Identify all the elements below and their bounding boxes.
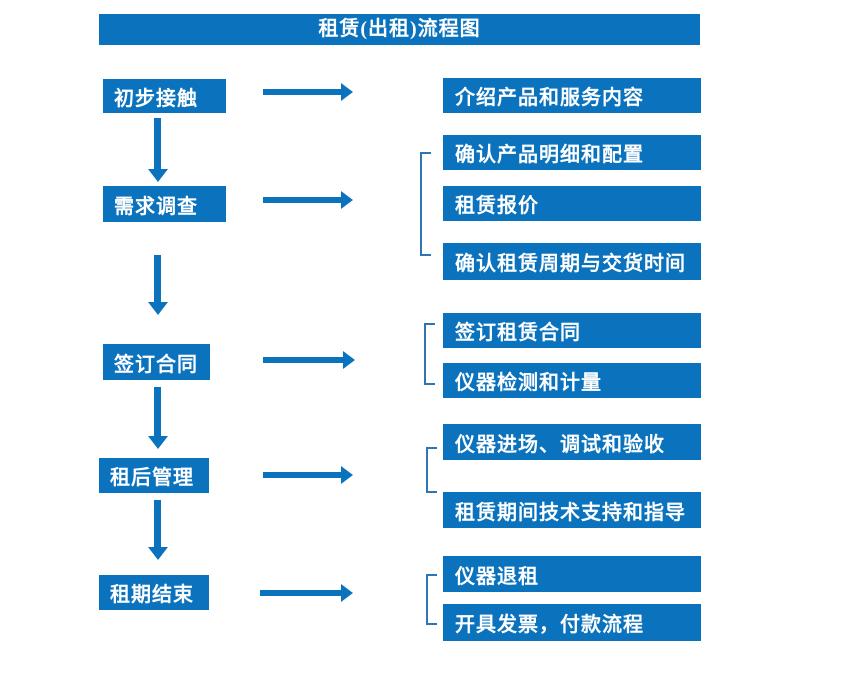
step-box-post-rental-management: 租后管理: [99, 458, 209, 493]
right-arrow-icon: [260, 584, 353, 602]
detail-box-sign-rental-contract: 签订租赁合同: [443, 313, 701, 348]
arrow-shaft: [263, 357, 343, 363]
arrow-head: [341, 191, 353, 209]
step-box-rental-end: 租期结束: [99, 575, 209, 610]
arrow-shaft: [154, 255, 161, 302]
arrow-head: [341, 83, 353, 101]
right-arrow-icon: [263, 466, 353, 484]
detail-box-confirm-period-delivery: 确认租赁周期与交货时间: [443, 243, 701, 280]
right-arrow-icon: [263, 351, 355, 369]
arrow-shaft: [154, 118, 161, 169]
arrow-head: [341, 466, 353, 484]
arrow-shaft: [260, 590, 341, 596]
arrow-shaft: [263, 89, 341, 95]
detail-box-instrument-return: 仪器退租: [443, 556, 701, 592]
step-box-sign-contract: 签订合同: [103, 344, 210, 380]
detail-box-rental-quote: 租赁报价: [443, 186, 701, 221]
arrow-shaft: [154, 387, 161, 436]
detail-box-instrument-setup-acceptance: 仪器进场、调试和验收: [443, 424, 701, 460]
detail-box-instrument-inspection: 仪器检测和计量: [443, 363, 701, 398]
arrow-shaft: [263, 472, 341, 478]
step-box-demand-survey: 需求调查: [103, 186, 226, 222]
down-arrow-icon: [148, 387, 168, 449]
down-arrow-icon: [148, 118, 168, 182]
down-arrow-icon: [148, 500, 168, 560]
arrow-shaft: [154, 500, 161, 547]
arrow-head: [343, 351, 355, 369]
detail-box-introduce-products: 介绍产品和服务内容: [443, 78, 701, 113]
step-box-initial-contact: 初步接触: [103, 79, 226, 113]
detail-box-confirm-product-config: 确认产品明细和配置: [443, 135, 701, 170]
arrow-head: [148, 302, 168, 315]
arrow-head: [148, 436, 168, 449]
down-arrow-icon: [148, 255, 168, 315]
arrow-head: [148, 169, 168, 182]
arrow-head: [148, 547, 168, 560]
group-bracket-icon: [426, 574, 437, 625]
arrow-head: [341, 584, 353, 602]
detail-box-technical-support: 租赁期间技术支持和指导: [443, 492, 701, 528]
group-bracket-icon: [424, 323, 435, 385]
diagram-title: 租赁(出租)流程图: [99, 14, 700, 45]
detail-box-invoice-payment: 开具发票，付款流程: [443, 604, 701, 641]
group-bracket-icon: [420, 152, 431, 256]
right-arrow-icon: [263, 191, 353, 209]
right-arrow-icon: [263, 83, 353, 101]
arrow-shaft: [263, 197, 341, 203]
group-bracket-icon: [426, 447, 437, 493]
